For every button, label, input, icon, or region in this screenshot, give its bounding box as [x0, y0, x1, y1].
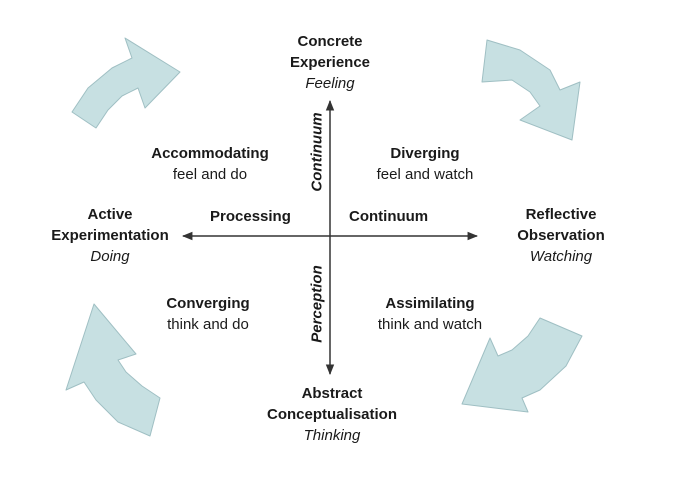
- cycle-arrow-bottom-left: [65, 303, 161, 437]
- axis-label-processing: Processing: [210, 208, 291, 225]
- cycle-arrow-bottom-right: [461, 317, 583, 413]
- quadrant-top-left-subtitle: feel and do: [172, 166, 248, 183]
- quadrant-bottom-right-title: Assimilating: [385, 295, 475, 312]
- pole-right-title-line-1: Reflective: [525, 206, 597, 223]
- quadrant-bottom-left-title: Converging: [166, 295, 250, 312]
- pole-bottom-title-line-2: Conceptualisation: [266, 406, 397, 423]
- pole-top-title-line-2: Experience: [289, 54, 371, 71]
- quadrant-diverging: Diverging feel and watch: [355, 143, 495, 185]
- pole-active-experimentation: Active Experimentation Doing: [40, 204, 180, 267]
- pole-left-title-line-2: Experimentation: [51, 227, 169, 244]
- quadrant-top-left-title: Accommodating: [151, 145, 269, 162]
- pole-top-subtitle: Feeling: [305, 75, 355, 92]
- pole-right-title-line-2: Observation: [517, 227, 605, 244]
- quadrant-assimilating: Assimilating think and watch: [352, 293, 508, 335]
- quadrant-top-right-title: Diverging: [390, 145, 460, 162]
- axis-label-continuum-horizontal: Continuum: [349, 208, 429, 225]
- pole-abstract-conceptualisation: Abstract Conceptualisation Thinking: [240, 383, 424, 446]
- quadrant-accommodating: Accommodating feel and do: [130, 143, 290, 185]
- pole-bottom-title-line-1: Abstract: [301, 385, 363, 402]
- pole-reflective-observation: Reflective Observation Watching: [496, 204, 626, 267]
- pole-top-title-line-1: Concrete: [297, 33, 363, 50]
- pole-left-title-line-1: Active: [87, 206, 133, 223]
- pole-right-subtitle: Watching: [529, 248, 593, 265]
- cycle-arrow-top-right: [481, 39, 581, 141]
- quadrant-top-right-subtitle: feel and watch: [376, 166, 474, 183]
- axis-label-continuum-vertical: Continuum: [308, 112, 326, 192]
- quadrant-converging: Converging think and do: [138, 293, 278, 335]
- pole-left-subtitle: Doing: [90, 248, 130, 265]
- pole-concrete-experience: Concrete Experience Feeling: [262, 31, 398, 94]
- cycle-arrow-top-left: [71, 37, 181, 129]
- pole-bottom-subtitle: Thinking: [303, 427, 361, 444]
- axis-label-perception: Perception: [308, 265, 326, 343]
- quadrant-bottom-right-subtitle: think and watch: [377, 316, 483, 333]
- quadrant-bottom-left-subtitle: think and do: [167, 316, 249, 333]
